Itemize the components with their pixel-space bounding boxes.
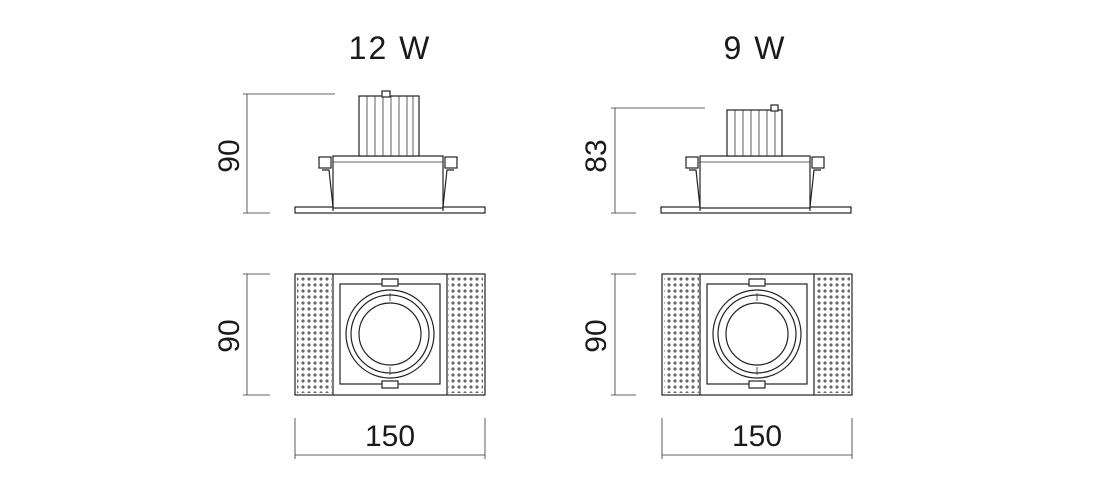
perforated-panel [448,276,483,393]
side-view-12w [243,90,486,214]
perforated-panel [664,276,699,393]
perforated-panel [815,276,850,393]
front-height-dimension: 90 [580,319,613,353]
perforated-panel [297,276,332,393]
heatsink [358,95,420,157]
side-height-dimension: 83 [580,139,613,173]
housing [699,155,811,209]
housing [332,155,444,209]
front-view-12w [243,273,486,459]
model-title: 12 W [348,30,432,66]
side-height-dimension: 90 [213,139,246,173]
model-title: 9 W [723,30,787,66]
side-view-9w [611,104,852,214]
heatsink [726,109,783,157]
width-dimension: 150 [731,420,783,453]
front-view-9w [611,273,853,459]
front-height-dimension: 90 [213,319,246,353]
width-dimension: 150 [364,420,416,453]
